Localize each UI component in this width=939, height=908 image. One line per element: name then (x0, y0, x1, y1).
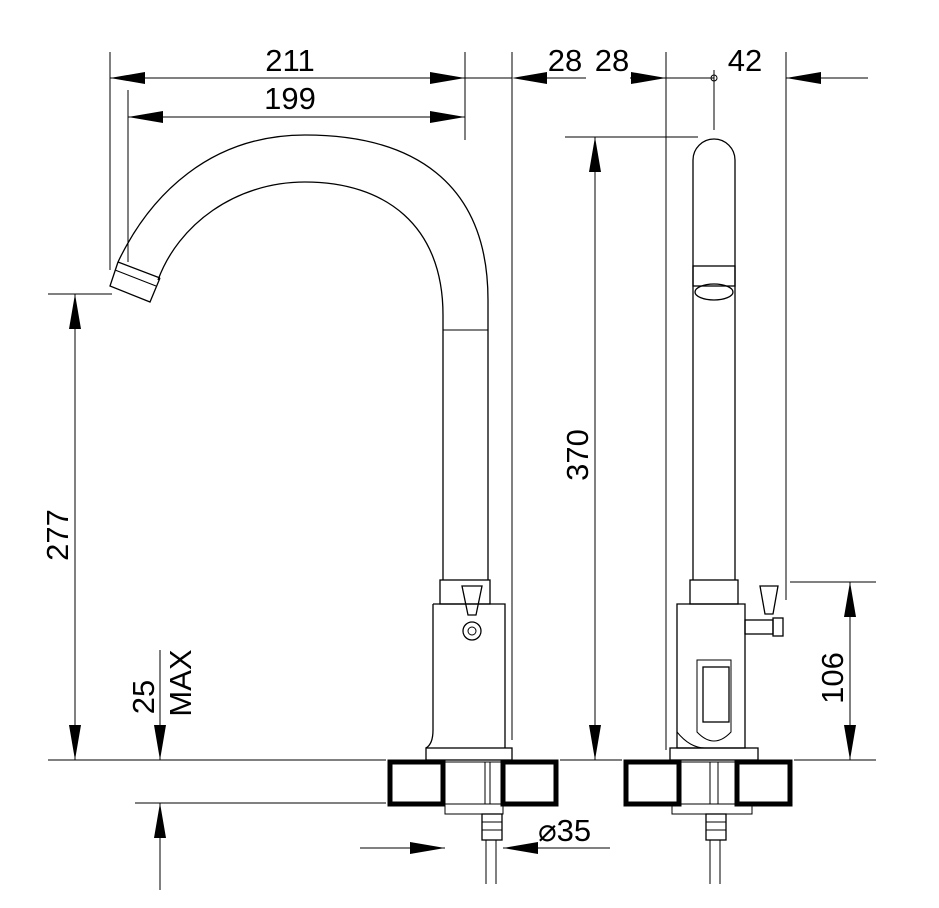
dim-label-106: 106 (815, 652, 850, 704)
threaded-nut (481, 813, 503, 841)
side-body (676, 603, 746, 749)
dim-label-211: 211 (265, 43, 314, 78)
dim-label-199: 199 (264, 81, 316, 116)
spout-inner-curve (157, 181, 444, 330)
dim-label-277: 277 (40, 509, 75, 561)
mount-block-right (500, 759, 559, 807)
dim-label-28-right: 28 (595, 43, 629, 78)
mount-block-left (387, 759, 446, 807)
side-nut (705, 813, 727, 841)
dim-label-28-left: 28 (548, 43, 582, 78)
dim-label-42: 42 (728, 43, 762, 78)
side-aerator (692, 265, 736, 287)
spout-outer-curve (117, 134, 489, 330)
side-lever (759, 585, 779, 615)
dim-label-max: MAX (163, 649, 198, 717)
base-plate (425, 747, 513, 761)
dim-label-370: 370 (560, 429, 595, 481)
spout-nozzle (109, 261, 161, 303)
side-mount-right (734, 759, 793, 807)
body (425, 603, 506, 749)
lever-knob (462, 621, 482, 641)
side-spout (692, 138, 736, 580)
lever-handle (461, 585, 483, 616)
side-collar (689, 579, 739, 605)
dimension-labels: 211 199 28 28 42 277 370 106 25 MAX ⌀35 (40, 43, 850, 848)
dim-label-25: 25 (126, 680, 161, 714)
side-window (702, 666, 730, 723)
front-view (109, 134, 559, 884)
side-base-plate (669, 747, 759, 761)
dimension-lines (48, 52, 876, 890)
side-mount-left (623, 759, 682, 807)
side-view (623, 138, 793, 884)
dim-label-diameter-35: ⌀35 (538, 813, 591, 848)
